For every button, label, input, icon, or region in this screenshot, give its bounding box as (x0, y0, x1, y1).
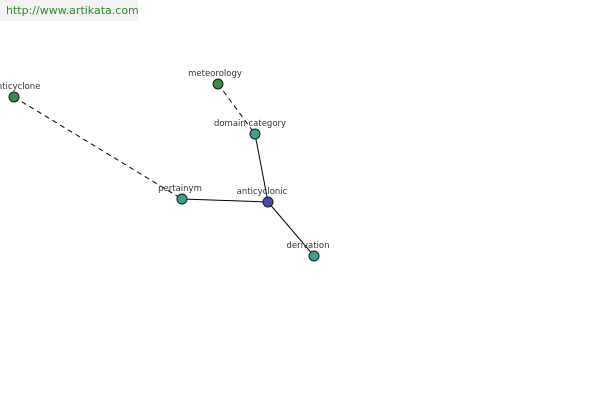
node-anticyclone[interactable]: anticyclone (0, 82, 40, 103)
nodes-layer: anticyclone meteorology domain category per… (0, 69, 330, 262)
node-derivation[interactable]: derivation (286, 241, 330, 262)
node-pertainym[interactable]: pertainym (158, 184, 202, 205)
node-derivation-circle[interactable] (308, 250, 320, 262)
node-meteorology-label[interactable]: meteorology (188, 69, 242, 79)
node-pertainym-label[interactable]: pertainym (158, 184, 202, 194)
node-domain-category-circle[interactable] (249, 128, 261, 140)
node-domain-category[interactable]: domain category (214, 119, 286, 140)
edge-pertainym-anticyclonic (181, 198, 269, 203)
node-pertainym-circle[interactable] (176, 193, 188, 205)
edge-anticyclone-pertainym (13, 96, 183, 200)
node-meteorology-circle[interactable] (212, 78, 224, 90)
node-derivation-label[interactable]: derivation (286, 241, 329, 251)
node-domain-category-label[interactable]: domain category (214, 119, 286, 129)
edge-anticyclonic-derivation (267, 201, 315, 257)
edge-meteorology-domain-category (217, 83, 256, 135)
node-anticyclonic-circle[interactable] (262, 196, 274, 208)
node-anticyclone-label[interactable]: anticyclone (0, 82, 40, 92)
node-meteorology[interactable]: meteorology (188, 69, 242, 90)
node-anticyclonic-label[interactable]: anticyclonic (237, 187, 288, 197)
edge-domain-category-anticyclonic (254, 133, 269, 203)
edges-layer (13, 83, 315, 257)
site-url[interactable]: http://www.artikata.com (0, 0, 138, 21)
node-anticyclone-circle[interactable] (8, 91, 20, 103)
node-anticyclonic[interactable]: anticyclonic (237, 187, 288, 208)
